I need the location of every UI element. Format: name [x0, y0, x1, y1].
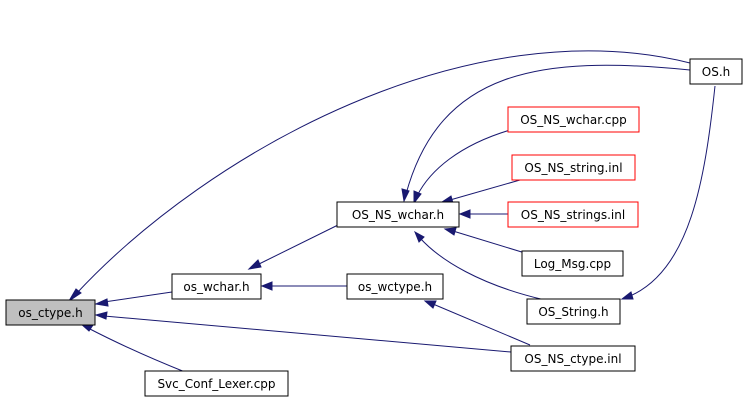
node-label: OS_NS_strings.inl: [521, 208, 625, 222]
node-label: Svc_Conf_Lexer.cpp: [157, 377, 275, 391]
edge-os-ns-wchar-cpp-to-os-ns-wchar-h: [416, 129, 511, 197]
edge-svc-conf-lexer-to-os-ctype: [87, 327, 186, 373]
node-label: os_wctype.h: [358, 280, 432, 294]
node-os-wchar[interactable]: os_wchar.h: [171, 273, 262, 300]
node-log-msg-cpp[interactable]: Log_Msg.cpp: [521, 250, 624, 277]
edge-arrowhead: [443, 227, 457, 236]
edge-os-ns-ctype-to-os-ctype: [103, 315, 512, 353]
node-svc-conf-lexer[interactable]: Svc_Conf_Lexer.cpp: [144, 370, 289, 397]
edge-os-h-to-os-string-h: [629, 85, 716, 297]
node-os-h[interactable]: OS.h: [689, 58, 743, 85]
edge-os-ns-ctype-to-os-wctype: [432, 303, 531, 346]
node-label: OS_String.h: [538, 305, 608, 319]
edge-arrowhead: [94, 298, 109, 307]
edge-arrowhead: [423, 300, 437, 309]
edges: [68, 50, 716, 373]
edge-arrowhead: [414, 230, 425, 243]
node-label: os_ctype.h: [18, 306, 82, 320]
edge-os-h-to-os-ns-wchar-h: [405, 64, 691, 195]
node-label: os_wchar.h: [183, 280, 249, 294]
node-os-ns-wchar-h[interactable]: OS_NS_wchar.h: [336, 201, 460, 228]
edge-os-ns-wchar-h-to-os-wchar: [256, 224, 339, 266]
node-os-ns-string-inl[interactable]: OS_NS_string.inl: [511, 154, 636, 181]
node-os-string-h[interactable]: OS_String.h: [526, 298, 621, 325]
edge-arrowhead: [401, 188, 410, 203]
edge-os-string-h-to-os-ns-wchar-h: [419, 237, 546, 301]
edge-os-h-to-os-ctype: [75, 50, 691, 295]
edge-os-wchar-to-os-ctype: [103, 291, 173, 303]
node-label: Log_Msg.cpp: [534, 257, 611, 271]
node-label: OS_NS_wchar.h: [352, 208, 444, 222]
node-os-wctype[interactable]: os_wctype.h: [346, 273, 444, 300]
edge-arrowhead: [68, 288, 82, 302]
edge-arrowhead: [413, 190, 422, 205]
edge-arrowhead: [94, 311, 108, 320]
edge-arrowhead: [620, 291, 634, 300]
node-label: OS_NS_wchar.cpp: [520, 113, 627, 127]
node-os-ns-strings-inl[interactable]: OS_NS_strings.inl: [507, 201, 639, 228]
node-label: OS.h: [702, 65, 730, 79]
node-label: OS_NS_ctype.inl: [524, 352, 621, 366]
node-label: OS_NS_string.inl: [524, 161, 622, 175]
node-os-ns-ctype-inl[interactable]: OS_NS_ctype.inl: [510, 345, 636, 372]
edge-arrowhead: [247, 259, 262, 270]
edge-arrowhead: [458, 209, 471, 219]
edge-os-ns-string-inl-to-os-ns-wchar-h: [449, 179, 521, 201]
edge-log-msg-to-os-ns-wchar-h: [452, 230, 526, 254]
node-os-ns-wchar-cpp[interactable]: OS_NS_wchar.cpp: [507, 106, 640, 133]
node-os-ctype[interactable]: os_ctype.h: [5, 299, 96, 326]
edge-arrowhead: [260, 281, 273, 291]
